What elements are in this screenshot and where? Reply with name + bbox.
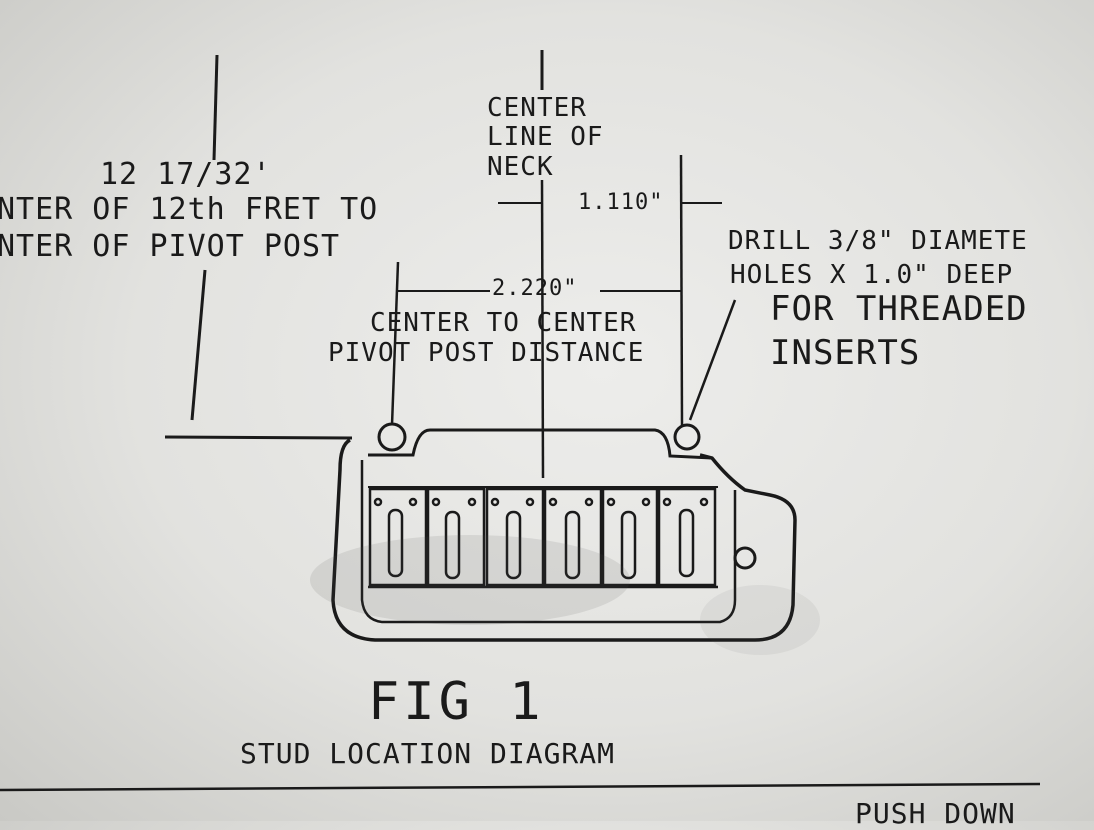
saddle-screw	[525, 497, 535, 507]
saddle-1	[368, 487, 428, 587]
drill-leader-line	[688, 299, 737, 421]
bridge-outline	[331, 438, 797, 642]
post-label-line2: PIVOT POST DISTANCE	[328, 338, 645, 368]
saddle-screw	[584, 497, 594, 507]
page-rule	[0, 782, 1041, 792]
left-post-extension-line	[390, 261, 400, 426]
bridge-inner-rail	[360, 460, 737, 624]
saddle-slot-2	[444, 510, 461, 580]
post-distance-label: 2.220"	[492, 276, 578, 301]
fret-distance-label: 12 17/32'	[100, 157, 272, 192]
fret-label-line1: NTER OF 12th FRET TO	[0, 192, 379, 227]
ink-smudge	[310, 535, 630, 625]
ink-smudge	[700, 585, 820, 655]
figure-subtitle: STUD LOCATION DIAGRAM	[240, 737, 616, 770]
fret-extension-line	[164, 435, 353, 440]
saddle-screw	[662, 497, 672, 507]
saddle-screw	[699, 497, 709, 507]
saddle-screw	[373, 497, 383, 507]
neck-center-line	[540, 179, 545, 479]
figure-title: FIG 1	[368, 672, 545, 732]
saddle-screw	[641, 497, 651, 507]
saddle-6	[657, 487, 717, 587]
saddle-slot-1	[387, 508, 404, 578]
saddle-screw	[490, 497, 500, 507]
saddle-3	[485, 487, 545, 587]
saddle-slot-5	[620, 510, 637, 580]
saddle-screw	[606, 497, 616, 507]
center-line-label-2: LINE OF	[487, 122, 604, 152]
bottom-cutoff-text: PUSH DOWN	[855, 797, 1016, 830]
center-line-label-1: CENTER	[487, 93, 587, 123]
post-label-line1: CENTER TO CENTER	[370, 308, 637, 338]
saddle-4	[543, 487, 603, 587]
drill-label-line3: FOR THREADED	[770, 289, 1028, 329]
drill-label-line1: DRILL 3/8" DIAMETE	[728, 226, 1028, 256]
saddle-2	[426, 487, 486, 587]
bridge-mount-hole	[733, 546, 757, 570]
saddle-slot-4	[564, 510, 581, 580]
fret-label-line2: NTER OF PIVOT POST	[0, 229, 341, 264]
center-line-label-3: NECK	[487, 152, 554, 182]
right-pivot-post	[673, 423, 701, 451]
saddle-screw	[467, 497, 477, 507]
saddle-slot-6	[678, 508, 695, 578]
bridge-top-plate	[368, 428, 713, 460]
half-distance-label: 1.110"	[578, 190, 664, 215]
saddle-screw	[431, 497, 441, 507]
saddle-screw	[408, 497, 418, 507]
saddle-5	[601, 487, 659, 587]
left-pivot-post	[377, 422, 407, 452]
fret-dimension-line-top	[212, 54, 219, 161]
saddle-screw	[548, 497, 558, 507]
saddle-slot-3	[505, 510, 522, 580]
drill-label-line4: INSERTS	[770, 333, 921, 373]
fret-dimension-line-bottom	[190, 269, 207, 421]
saddles	[368, 487, 717, 587]
drill-label-line2: HOLES X 1.0" DEEP	[730, 260, 1014, 290]
